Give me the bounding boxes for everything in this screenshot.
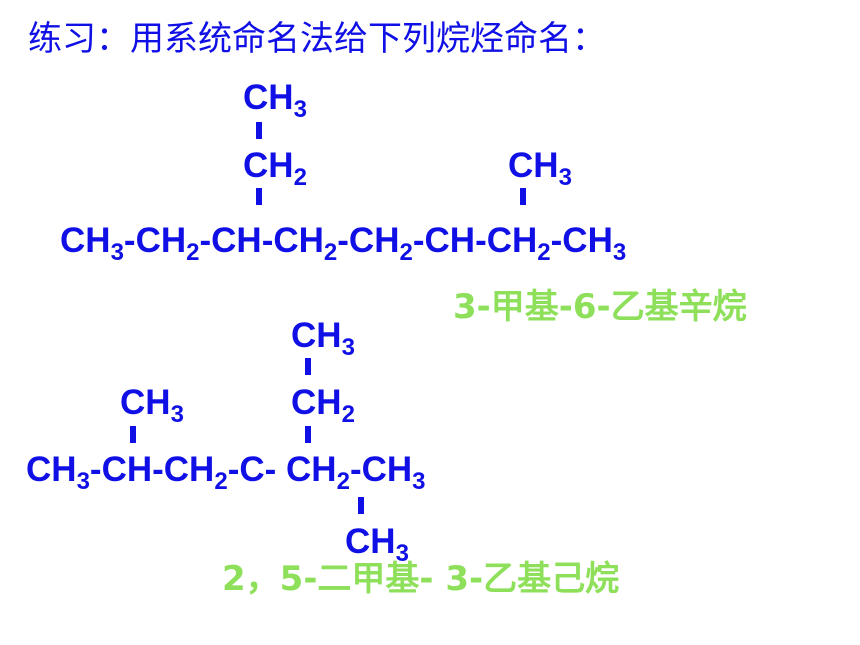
branch-ch3-bottom: CH3 <box>345 522 409 567</box>
answer-2: 2，5-二甲基- 3-乙基己烷 <box>222 559 620 599</box>
main-chain-2: CH3-CH-CH2-C- CH2-CH3 <box>26 450 426 495</box>
main-chain-1: CH3-CH2-CH-CH2-CH2-CH-CH2-CH3 <box>60 221 627 266</box>
branch-ch3-left: CH3 <box>120 383 184 428</box>
branch-ch3-top: CH3 <box>291 316 355 361</box>
bond-line <box>256 188 262 205</box>
branch-ch2: CH2 <box>243 146 307 191</box>
bond-line <box>305 358 311 375</box>
bond-line <box>358 497 364 514</box>
bond-line <box>305 426 311 443</box>
bond-line <box>130 426 136 443</box>
branch-ch3-top: CH3 <box>243 78 307 123</box>
bond-line <box>256 122 262 139</box>
branch-ch2: CH2 <box>291 383 355 428</box>
branch-ch3-right: CH3 <box>508 146 572 191</box>
exercise-title: 练习：用系统命名法给下列烷烃命名： <box>28 19 606 59</box>
bond-line <box>520 188 526 205</box>
answer-1: 3-甲基-6-乙基辛烷 <box>453 287 747 327</box>
